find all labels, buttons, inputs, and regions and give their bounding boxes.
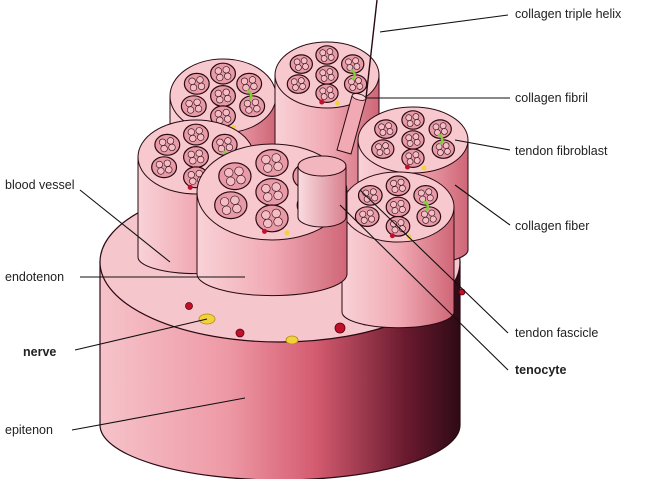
label-tendon-fascicle: tendon fascicle (515, 326, 598, 340)
leader-lines (71, 14, 511, 431)
collagen-fiber (315, 45, 339, 65)
label-collagen-triple-helix: collagen triple helix (515, 7, 622, 21)
collagen-fiber (286, 74, 311, 94)
central-fascicle-tube (297, 155, 347, 228)
blood-vessel (389, 233, 395, 239)
collagen-fiber (151, 156, 178, 179)
collagen-fiber (315, 83, 339, 103)
blood-vessel (185, 302, 193, 310)
fascicle-cylinder (341, 171, 455, 329)
collagen-fiber (183, 146, 210, 169)
blood-vessel (235, 328, 245, 338)
collagen-fiber (183, 123, 210, 146)
collagen-fiber (255, 204, 289, 233)
collagen-fiber (255, 178, 289, 207)
label-endotenon: endotenon (5, 270, 64, 284)
label-tendon-fibroblast: tendon fibroblast (515, 144, 608, 158)
collagen-fiber (371, 139, 395, 159)
collagen-fiber (343, 74, 368, 94)
collagen-fiber (218, 162, 252, 191)
collagen-fiber (214, 191, 248, 220)
collagen-fiber (210, 62, 237, 85)
collagen-fiber (385, 175, 411, 197)
collagen-fiber (180, 95, 207, 118)
collagen-fiber (255, 149, 289, 178)
label-tenocyte: tenocyte (515, 363, 566, 377)
fibroblast (423, 200, 430, 213)
blood-vessel (319, 99, 325, 105)
fibroblast (246, 89, 253, 101)
label-epitenon: epitenon (5, 423, 53, 437)
blood-vessel (187, 184, 193, 190)
labels: collagen triple helix collagen fibril te… (5, 7, 622, 437)
collagen-fiber (357, 184, 383, 206)
collagen-fiber (416, 206, 442, 228)
collagen-fiber (289, 54, 313, 74)
fibroblast (437, 133, 444, 146)
label-nerve: nerve (23, 345, 56, 359)
blood-vessel (334, 322, 346, 334)
collagen-fiber (183, 72, 210, 95)
collagen-fiber (374, 119, 398, 139)
blood-vessel (405, 164, 410, 170)
label-collagen-fiber: collagen fiber (515, 219, 589, 233)
collagen-fiber (401, 110, 425, 130)
collagen-fiber (154, 133, 181, 156)
nerve-bundle (284, 230, 290, 236)
collagen-fiber (239, 95, 266, 118)
collagen-fiber (401, 130, 425, 150)
label-blood-vessel: blood vessel (5, 178, 75, 192)
collagen-fibril-rod (336, 0, 378, 155)
fibroblast (349, 68, 356, 81)
blood-vessel (262, 228, 267, 234)
collagen-fiber (431, 139, 455, 159)
collagen-fiber (385, 196, 411, 218)
nerve-bundle (285, 335, 299, 345)
collagen-fiber (315, 65, 339, 85)
collagen-fiber (401, 148, 425, 168)
nerve-bundle (334, 100, 340, 106)
nerve-bundle (421, 165, 427, 171)
collagen-fiber (210, 84, 237, 107)
label-collagen-fibril: collagen fibril (515, 91, 588, 105)
